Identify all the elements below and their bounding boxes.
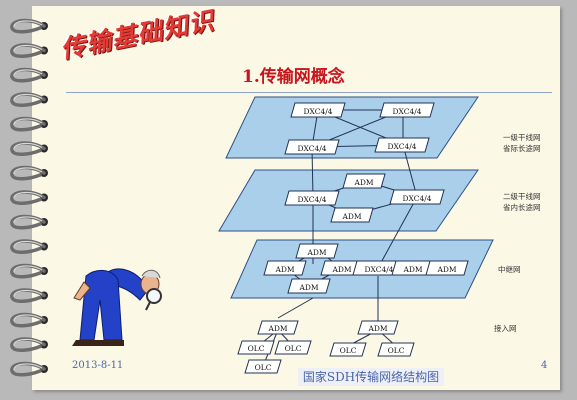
node-label: DXC4/4: [392, 107, 421, 116]
layer-2-label-line-1: 二级干线网: [503, 191, 541, 201]
node-label: DXC4/4: [387, 142, 416, 151]
layer-1-label-line-1: 一级干线网: [503, 132, 541, 142]
node-adm-access-b: ADM: [357, 320, 399, 335]
node-label: DXC4/4: [364, 265, 393, 274]
node-adm-l2-a: ADM: [342, 173, 386, 189]
binding-ring: [10, 239, 48, 254]
node-dxc-l1-a: DXC4/4: [290, 102, 346, 118]
binding-ring: [10, 263, 48, 279]
node-label: ADM: [402, 265, 422, 274]
node-olc-a: OLC: [237, 340, 275, 355]
node-group: DXC4/4 DXC4/4 DXC4/4 DXC4/4 ADM DXC4/4 D…: [237, 102, 469, 374]
page-number: 4: [541, 360, 548, 371]
node-label: ADM: [331, 265, 351, 274]
node-label: DXC4/4: [402, 194, 431, 203]
node-dxc-l1-b: DXC4/4: [379, 102, 435, 118]
node-label: DXC4/4: [297, 144, 326, 153]
node-adm-l3-b: ADM: [263, 260, 307, 276]
node-olc-b: OLC: [274, 340, 312, 355]
layer-2-plane: [218, 169, 479, 232]
heading-divider: [66, 92, 552, 93]
binding-ring: [10, 288, 48, 303]
node-olc-e: OLC: [377, 342, 415, 357]
node-label: ADM: [267, 324, 287, 333]
node-dxc-l1-d: DXC4/4: [374, 137, 430, 153]
binding-ring: [10, 141, 48, 156]
slide-heading: 1.传输网概念: [242, 67, 345, 87]
layer-3-label: 中继网: [498, 264, 521, 274]
node-label: ADM: [298, 283, 318, 292]
layer-1-label-line-2: 省际长途网: [503, 143, 541, 153]
node-olc-c: OLC: [244, 359, 282, 374]
node-label: OLC: [285, 344, 302, 353]
node-adm-l3-a: ADM: [295, 243, 339, 259]
binding-ring: [10, 92, 48, 107]
node-dxc-l1-c: DXC4/4: [284, 139, 340, 155]
node-adm-l3-d: ADM: [287, 278, 331, 294]
binding-ring: [10, 214, 48, 230]
binding-ring: [10, 190, 48, 205]
footer-date: 2013-8-11: [72, 360, 124, 371]
binding-ring: [10, 312, 48, 328]
node-label: OLC: [340, 346, 357, 355]
node-label: ADM: [436, 265, 456, 274]
node-label: DXC4/4: [303, 107, 332, 116]
node-adm-l2-b: ADM: [330, 207, 374, 223]
node-label: ADM: [306, 248, 326, 257]
diagram-caption: 国家SDH传输网络结构图: [302, 370, 440, 384]
binding-ring: [10, 43, 48, 58]
node-label: ADM: [367, 324, 387, 333]
node-olc-d: OLC: [329, 342, 367, 357]
node-label: ADM: [274, 265, 294, 274]
layer-labels: 一级干线网 省际长途网 二级干线网 省内长途网 中继网 接入网: [494, 132, 541, 333]
node-label: OLC: [255, 363, 272, 372]
binding-ring: [10, 116, 48, 132]
node-label: ADM: [353, 178, 373, 187]
layer-4-label: 接入网: [494, 323, 517, 333]
binding-ring: [10, 337, 48, 352]
binding-ring: [10, 361, 48, 377]
node-adm-access-a: ADM: [257, 320, 299, 335]
node-dxc-l2-a: DXC4/4: [284, 190, 340, 206]
node-label: OLC: [248, 344, 265, 353]
node-dxc-l2-b: DXC4/4: [389, 189, 445, 205]
node-label: ADM: [341, 212, 361, 221]
caption-background: [298, 368, 444, 386]
inspector-figure-illustration: [72, 268, 162, 346]
node-adm-l3-f: ADM: [425, 260, 469, 276]
binding-ring: [10, 18, 48, 34]
binding-ring: [10, 165, 48, 181]
node-label: OLC: [388, 346, 405, 355]
node-label: DXC4/4: [297, 195, 326, 204]
binding-ring: [10, 67, 48, 83]
layer-2-label-line-2: 省内长途网: [503, 202, 541, 212]
